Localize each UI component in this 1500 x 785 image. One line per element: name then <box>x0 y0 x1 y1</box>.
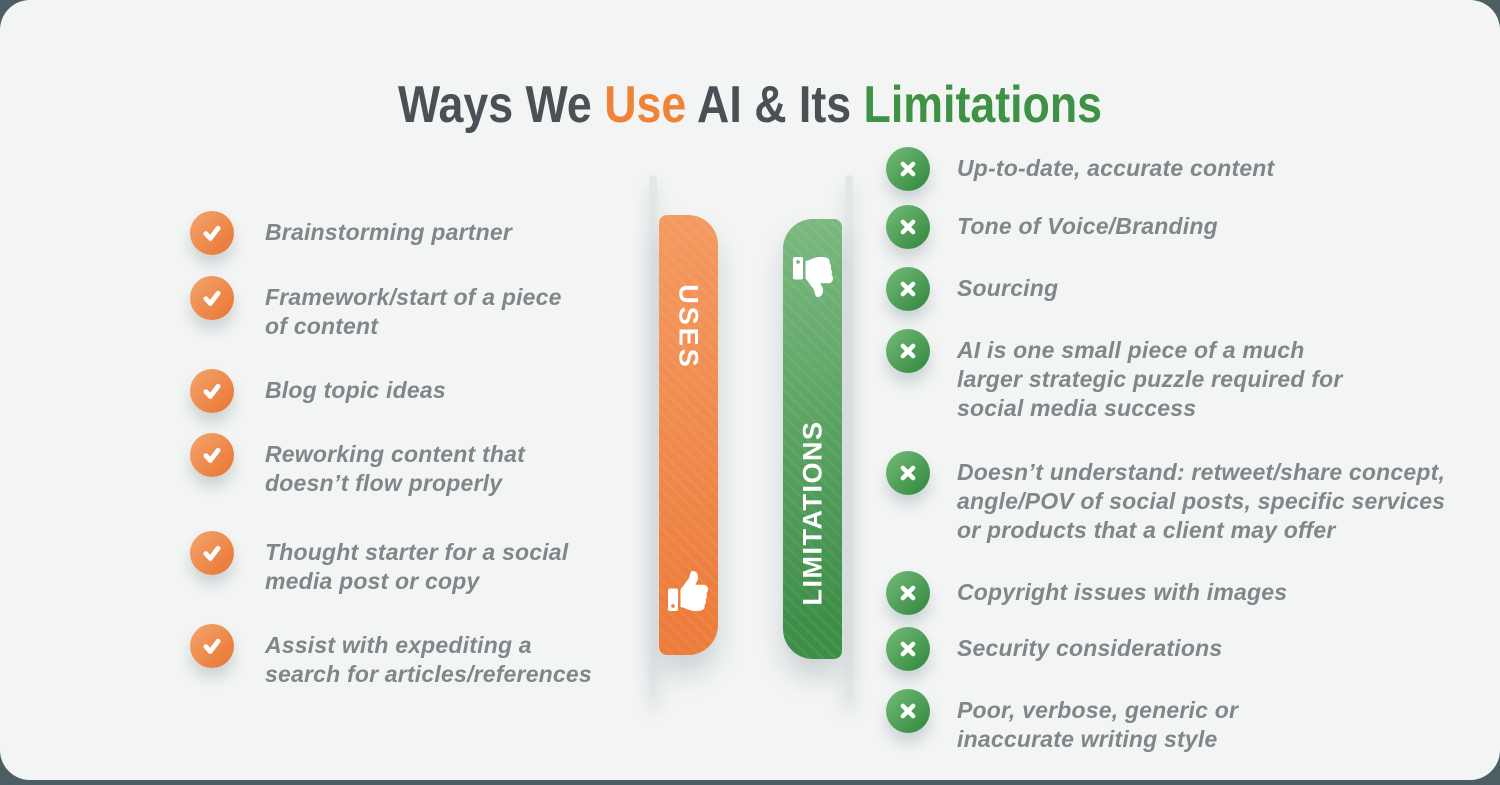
right-rail-divider <box>845 175 853 701</box>
uses-list: Brainstorming partner Framework/start of… <box>190 211 660 689</box>
limitation-item-label: AI is one small piece of a much larger s… <box>957 337 1343 421</box>
left-rail-divider <box>649 175 657 699</box>
limitation-item-label: Copyright issues with images <box>957 579 1288 605</box>
limitations-bar <box>783 219 842 659</box>
use-list-item: Framework/start of a piece of content <box>190 276 660 341</box>
title-segment: Ways We <box>397 75 605 134</box>
limitations-bar-label: LIMITATIONS <box>797 420 828 606</box>
x-icon <box>886 205 930 249</box>
use-item-label: Thought starter for a social media post … <box>265 539 569 594</box>
uses-bar-label: USES <box>673 284 704 370</box>
check-icon <box>190 433 234 477</box>
check-icon <box>190 211 234 255</box>
check-icon <box>190 531 234 575</box>
x-icon <box>886 267 930 311</box>
limitation-list-item: Sourcing <box>886 267 1456 311</box>
limitation-list-item: Tone of Voice/Branding <box>886 205 1456 249</box>
limitation-list-item: Poor, verbose, generic or inaccurate wri… <box>886 689 1456 754</box>
check-icon <box>190 624 234 668</box>
x-icon <box>886 689 930 733</box>
use-item-label: Framework/start of a piece of content <box>265 284 562 339</box>
limitation-list-item: Security considerations <box>886 627 1456 671</box>
use-list-item: Assist with expediting a search for arti… <box>190 624 660 689</box>
use-item-label: Blog topic ideas <box>265 377 446 403</box>
limitation-item-label: Security considerations <box>957 635 1223 661</box>
x-icon <box>886 627 930 671</box>
limitation-list-item: Copyright issues with images <box>886 571 1456 615</box>
x-icon <box>886 571 930 615</box>
check-icon <box>190 369 234 413</box>
limitation-item-label: Doesn’t understand: retweet/share concep… <box>957 459 1446 543</box>
use-item-label: Assist with expediting a search for arti… <box>265 632 592 687</box>
limitation-item-label: Up-to-date, accurate content <box>957 155 1275 181</box>
title-segment-limitations: Limitations <box>863 75 1103 134</box>
use-list-item: Blog topic ideas <box>190 369 660 413</box>
x-icon <box>886 147 930 191</box>
x-icon <box>886 451 930 495</box>
thumbs-down-icon <box>793 257 833 297</box>
title-segment: AI & Its <box>686 75 864 134</box>
use-item-label: Brainstorming partner <box>265 219 513 245</box>
use-list-item: Brainstorming partner <box>190 211 660 255</box>
limitation-list-item: AI is one small piece of a much larger s… <box>886 329 1456 423</box>
limitation-item-label: Sourcing <box>957 275 1059 301</box>
thumbs-up-icon <box>668 571 708 611</box>
use-list-item: Reworking content that doesn’t flow prop… <box>190 433 660 498</box>
check-icon <box>190 276 234 320</box>
limitations-list: Up-to-date, accurate content Tone of Voi… <box>886 147 1456 754</box>
limitation-item-label: Poor, verbose, generic or inaccurate wri… <box>957 697 1239 752</box>
use-list-item: Thought starter for a social media post … <box>190 531 660 596</box>
x-icon <box>886 329 930 373</box>
page-title: Ways We Use AI & Its Limitations <box>105 75 1395 135</box>
use-item-label: Reworking content that doesn’t flow prop… <box>265 441 525 496</box>
limitation-list-item: Up-to-date, accurate content <box>886 147 1456 191</box>
limitation-item-label: Tone of Voice/Branding <box>957 213 1218 239</box>
title-segment-use: Use <box>604 75 687 134</box>
limitation-list-item: Doesn’t understand: retweet/share concep… <box>886 451 1456 545</box>
